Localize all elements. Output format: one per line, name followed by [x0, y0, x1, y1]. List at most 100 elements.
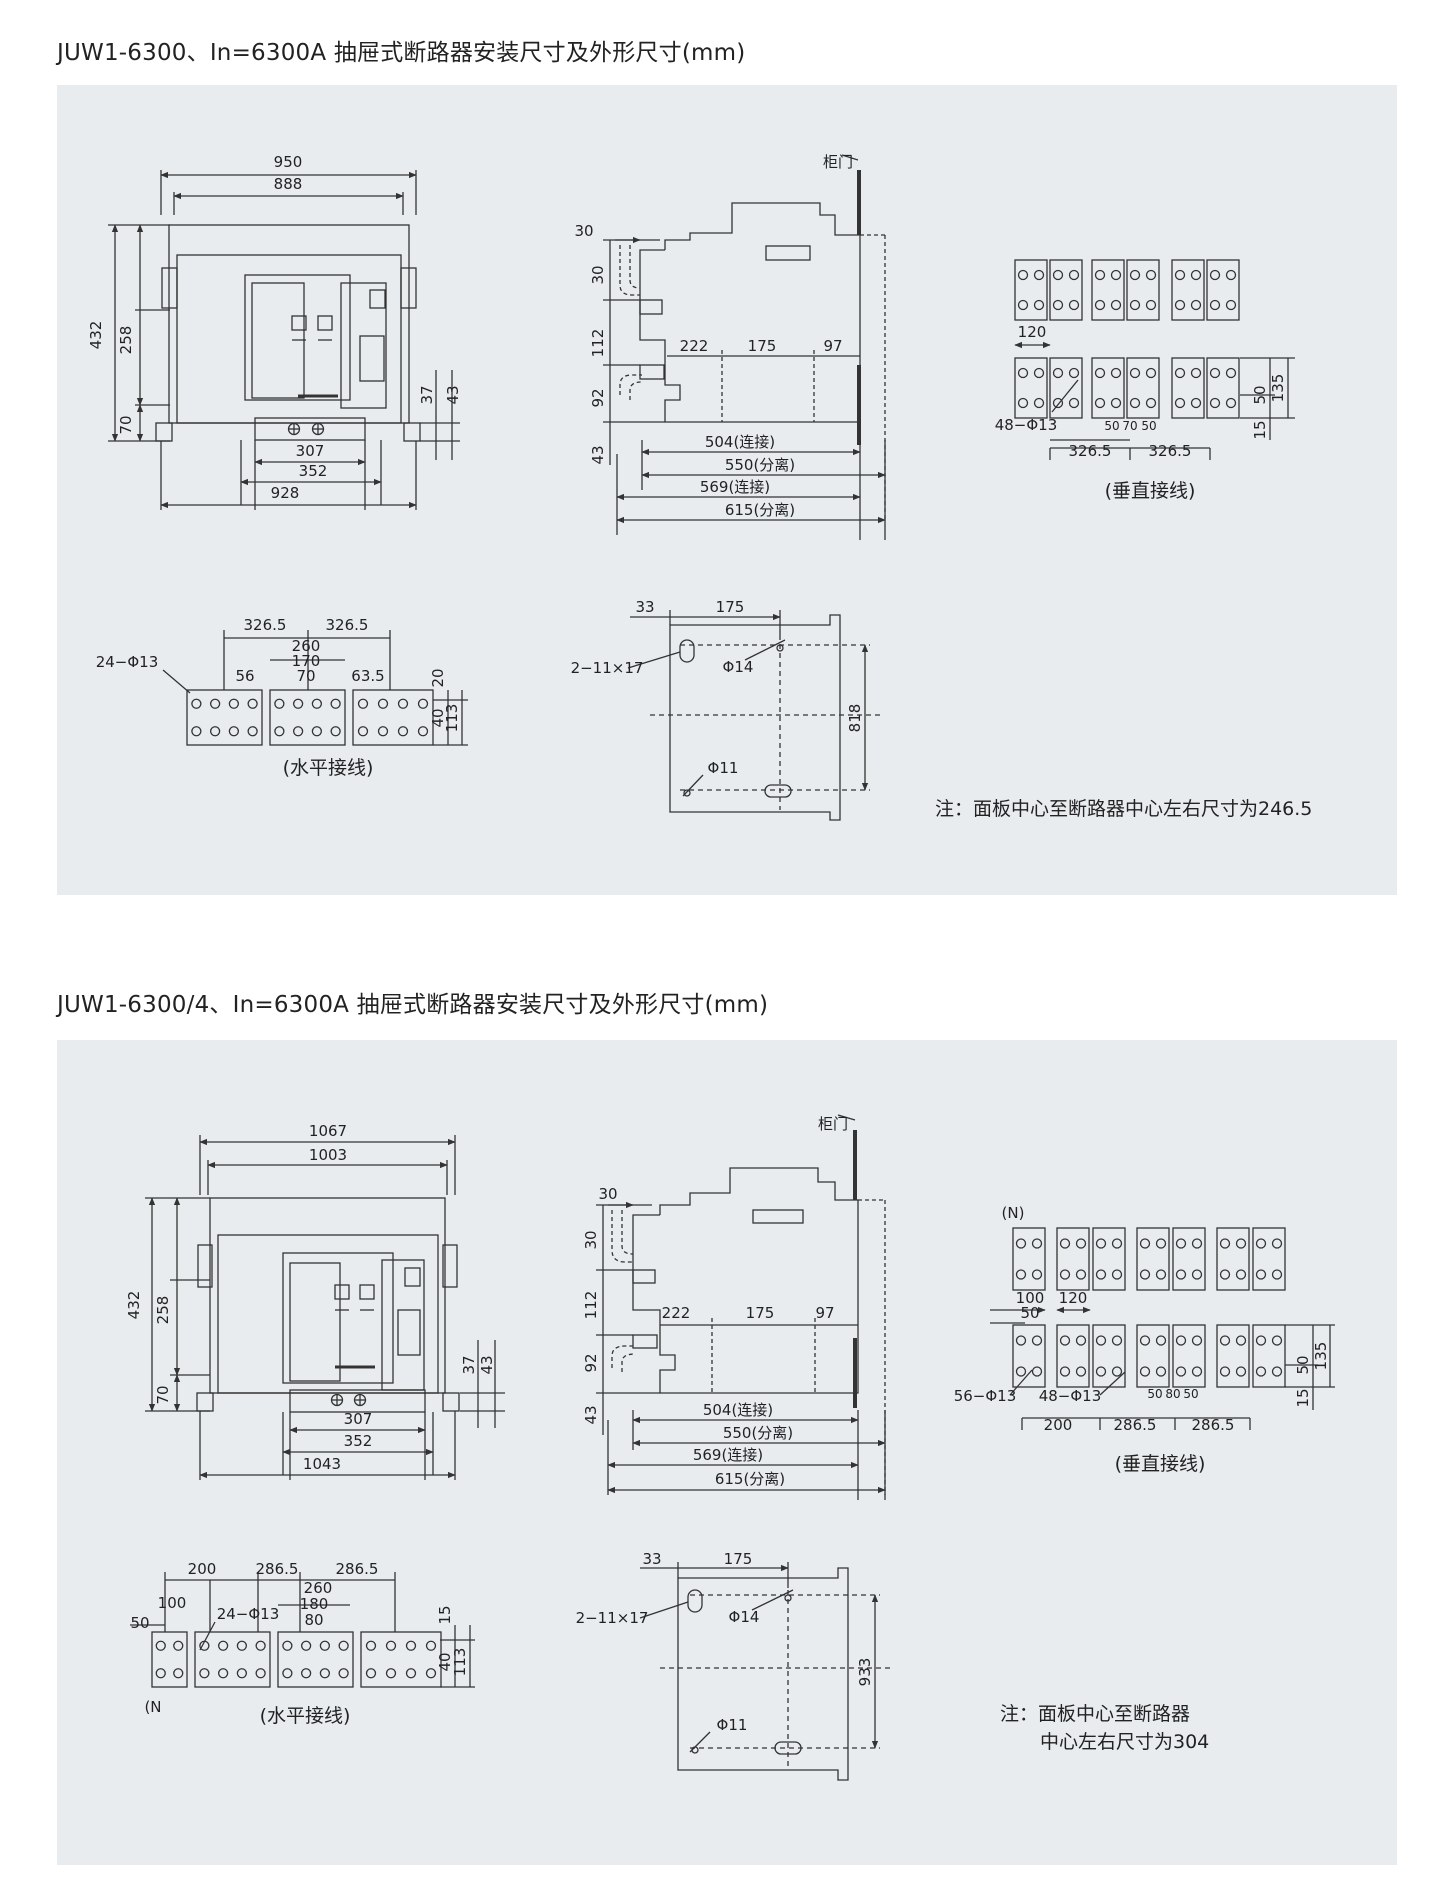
bolt-hole	[1175, 1269, 1187, 1280]
bolt-hole	[1110, 299, 1122, 311]
s2-horiz-dim-286a: 286.5	[256, 1560, 299, 1578]
s1-vert-dim-50a: 50	[1104, 419, 1119, 433]
bolt-hole	[255, 1640, 266, 1651]
bolt-hole	[282, 1668, 293, 1679]
bolt-hole	[1209, 397, 1221, 409]
s2-panel-phi14: Φ14	[729, 1608, 760, 1626]
s1-side-dim-112: 112	[589, 329, 607, 358]
s2-front-dim-432: 432	[125, 1291, 143, 1320]
s1-front-dim-70: 70	[117, 415, 135, 434]
s1-horiz-dim-170: 170	[292, 652, 321, 670]
bolt-hole	[1068, 269, 1080, 281]
s1-mounting-panel	[627, 610, 880, 821]
bolt-hole	[397, 726, 409, 737]
bolt-hole	[1033, 367, 1045, 379]
s1-side-dim-222: 222	[680, 337, 709, 355]
bolt-hole	[1271, 1335, 1283, 1346]
bolt-hole	[1155, 1366, 1167, 1377]
s2-vert-dim-80: 80	[1165, 1387, 1180, 1401]
s2-horiz-dim-180: 180	[300, 1595, 329, 1613]
bolt-hole	[319, 1668, 331, 1679]
s2-side-dim-30b: 30	[582, 1230, 600, 1249]
s2-horiz-dim-100: 100	[158, 1594, 187, 1612]
bolt-hole	[1209, 367, 1221, 379]
section1-title: JUW1-6300、In=6300A 抽屉式断路器安装尺寸及外形尺寸(mm)	[57, 40, 746, 66]
bolt-hole	[209, 726, 221, 737]
bolt-hole	[217, 1668, 229, 1679]
s2-horiz-dim-50: 50	[130, 1614, 149, 1632]
bolt-hole	[209, 698, 221, 709]
s2-side-dim-112: 112	[582, 1291, 600, 1320]
s1-side-dim-504: 504(连接)	[705, 433, 775, 451]
s2-horiz-dim-260: 260	[304, 1579, 333, 1597]
s2-front-dim-70: 70	[154, 1385, 172, 1404]
s1-horiz-dim-260: 260	[292, 637, 321, 655]
s2-side-view	[596, 1114, 886, 1500]
bolt-hole	[236, 1640, 248, 1651]
s1-horiz-holes: 24−Φ13	[96, 653, 159, 671]
s2-front-dim-37: 37	[460, 1355, 478, 1374]
s1-side-dim-30b: 30	[589, 265, 607, 284]
bolt-hole	[1110, 397, 1122, 409]
s1-horiz-dim-40: 40	[429, 708, 447, 727]
s1-panel-phi11: Φ11	[708, 759, 739, 777]
s2-front-dim-43: 43	[478, 1355, 496, 1374]
bolt-hole	[405, 1668, 417, 1679]
bolt-hole	[1235, 1238, 1247, 1249]
bolt-hole	[1255, 1269, 1267, 1280]
bolt-hole	[1219, 1238, 1231, 1249]
bolt-hole	[1139, 1366, 1151, 1377]
s1-horizontal-terminals	[162, 630, 468, 746]
bolt-hole	[357, 726, 369, 737]
s2-side-dim-92: 92	[582, 1353, 600, 1372]
bolt-hole	[217, 1640, 229, 1651]
s2-front-dim-1003: 1003	[309, 1146, 347, 1164]
bolt-hole	[1033, 397, 1045, 409]
bolt-hole	[1111, 1269, 1123, 1280]
s1-side-dim-550: 550(分离)	[725, 456, 795, 474]
bolt-hole	[1075, 1335, 1087, 1346]
s2-horiz-holes: 24−Φ13	[217, 1605, 280, 1623]
bolt-hole	[1191, 1366, 1203, 1377]
s1-front-dim-307: 307	[296, 442, 325, 460]
bolt-hole	[1031, 1366, 1043, 1377]
bolt-hole	[1129, 299, 1141, 311]
section2-drawing-panel	[57, 1040, 1397, 1865]
bolt-hole	[1271, 1238, 1283, 1249]
s1-horiz-dim-113: 113	[443, 704, 461, 733]
bolt-hole	[1033, 269, 1045, 281]
bolt-hole	[1191, 1335, 1203, 1346]
bolt-hole	[1219, 1366, 1231, 1377]
s1-panel-dim-33: 33	[635, 598, 654, 616]
bolt-hole	[1175, 1238, 1187, 1249]
s1-side-dim-569: 569(连接)	[700, 478, 770, 496]
s1-vert-dim-326a: 326.5	[1069, 442, 1112, 460]
bolt-hole	[1017, 397, 1029, 409]
s2-mounting-panel	[639, 1562, 890, 1781]
bolt-hole	[385, 1668, 397, 1679]
s2-panel-dim-33: 33	[642, 1550, 661, 1568]
s1-horiz-dim-70: 70	[296, 667, 315, 685]
bolt-hole	[1059, 1238, 1071, 1249]
s1-vert-dim-135: 135	[1269, 374, 1287, 403]
s2-side-dim-175: 175	[746, 1304, 775, 1322]
bolt-hole	[1174, 299, 1186, 311]
s2-side-dim-569: 569(连接)	[693, 1446, 763, 1464]
s2-horiz-neutral-label: (N	[144, 1698, 161, 1716]
s2-note-line2: 中心左右尺寸为304	[1040, 1731, 1210, 1753]
bolt-hole	[1094, 299, 1106, 311]
bolt-hole	[1015, 1238, 1027, 1249]
s2-horiz-dim-286b: 286.5	[336, 1560, 379, 1578]
bolt-hole	[1271, 1366, 1283, 1377]
bolt-hole	[1059, 1366, 1071, 1377]
bolt-hole	[1225, 397, 1237, 409]
bolt-hole	[292, 726, 304, 737]
s1-front-dim-950: 950	[274, 153, 303, 171]
bolt-hole	[425, 1668, 437, 1679]
s2-front-dim-1043: 1043	[303, 1455, 341, 1473]
s1-side-dim-175: 175	[748, 337, 777, 355]
s2-side-dim-97: 97	[815, 1304, 834, 1322]
bolt-hole	[1017, 367, 1029, 379]
